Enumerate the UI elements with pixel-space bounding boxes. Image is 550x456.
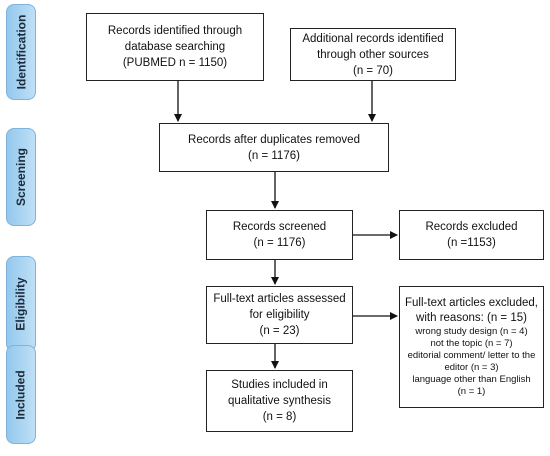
box-line: Additional records identified (302, 32, 444, 45)
box-line: Studies included in (231, 379, 328, 391)
stage-screening: Screening (6, 128, 36, 226)
box-line: qualitative synthesis (228, 395, 331, 407)
box-line: Records excluded (425, 221, 518, 233)
box-line: (n = 1176) (253, 237, 306, 249)
box-after-duplicates: Records after duplicates removed (n = 11… (159, 123, 389, 172)
box-included-synthesis: Studies included in qualitative synthesi… (206, 370, 353, 432)
box-line: database searching (124, 41, 226, 53)
exclusion-reason: editor (n = 3) (444, 362, 499, 373)
stage-identification: Identification (6, 4, 36, 100)
box-line: (n = 1176) (248, 149, 300, 162)
stage-included: Included (6, 345, 36, 444)
exclusion-reason: editorial comment/ letter to the (407, 350, 536, 361)
box-line: Records identified through (107, 25, 243, 37)
box-line: through other sources (317, 48, 429, 61)
box-records-excluded: Records excluded (n =1153) (399, 210, 544, 260)
box-heading-line: with reasons: (n = 15) (416, 312, 527, 324)
exclusion-reason: wrong study design (n = 4) (415, 326, 528, 337)
exclusion-reason: language other than English (412, 374, 531, 385)
box-line: (PUBMED n = 1150) (122, 57, 228, 69)
box-line: (n = 23) (259, 325, 300, 337)
box-other-sources: Additional records identified through ot… (290, 28, 456, 81)
box-line: (n = 8) (262, 411, 297, 423)
box-database-searching: Records identified through database sear… (86, 13, 264, 81)
box-line: (n =1153) (447, 237, 496, 249)
box-heading-line: Full-text articles excluded, (405, 297, 538, 309)
box-line: for eligibility (249, 309, 310, 321)
box-line: (n = 70) (353, 64, 393, 77)
box-line: Full-text articles assessed (213, 293, 346, 305)
box-line: Records after duplicates removed (188, 133, 360, 146)
box-records-screened: Records screened (n = 1176) (206, 210, 353, 260)
box-fulltext-assessed: Full-text articles assessed for eligibil… (206, 286, 353, 344)
box-fulltext-excluded: Full-text articles excluded, with reason… (399, 286, 544, 408)
box-line: Records screened (232, 221, 327, 233)
exclusion-reason: (n = 1) (457, 386, 486, 397)
exclusion-reason: not the topic (n = 7) (430, 338, 513, 349)
